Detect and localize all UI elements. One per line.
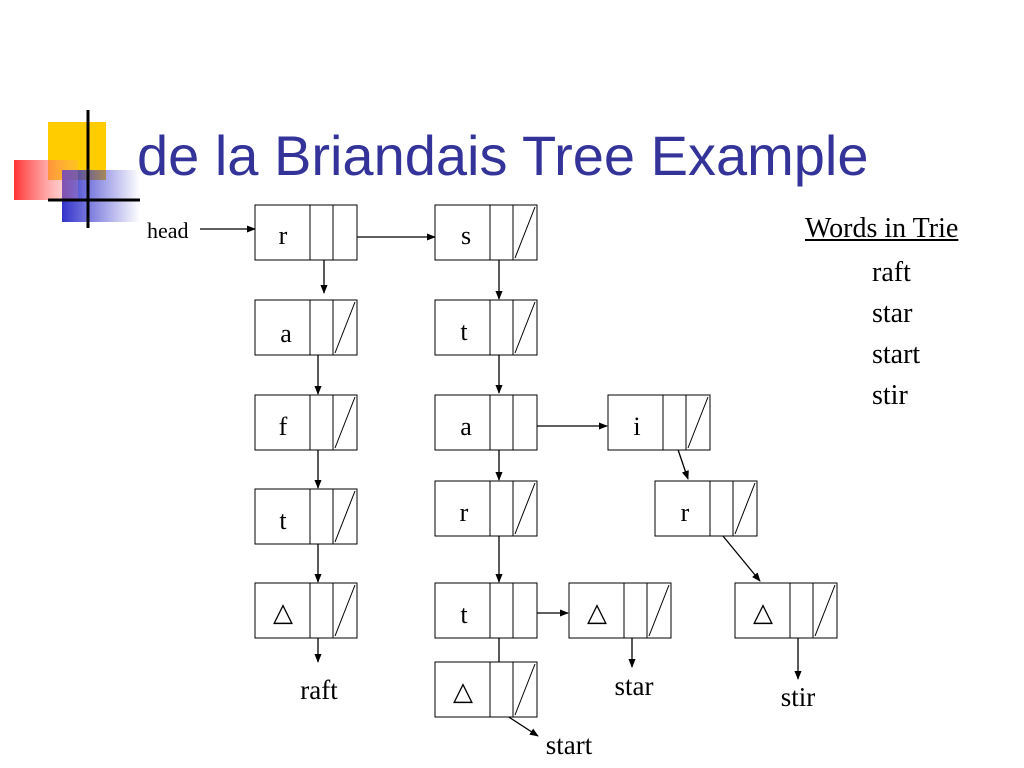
slide-logo-decoration [14, 110, 140, 228]
leaf-label-star: star [615, 671, 654, 701]
head-label: head [147, 218, 189, 243]
trie-node: t [434, 299, 538, 356]
trie-node: t [434, 582, 538, 639]
trie-node: r [434, 480, 538, 537]
words-in-trie-panel: Words in Trie raft star start stir [805, 212, 958, 416]
word-item: start [872, 339, 921, 370]
trie-node: s [434, 204, 538, 261]
node-char: f [279, 412, 288, 441]
node-char: r [681, 498, 690, 527]
node-char: r [279, 221, 288, 250]
trie-node: f [254, 394, 358, 451]
node-char: a [460, 412, 472, 441]
trie-node-end: △ [254, 582, 358, 639]
words-list: raft star start stir [805, 252, 958, 416]
node-char: i [633, 412, 640, 441]
trie-node-end: △ [734, 582, 838, 639]
leaf-label-stir: stir [781, 682, 816, 712]
node-char: s [461, 221, 471, 250]
word-item: raft [872, 257, 911, 288]
trie-node: t [254, 488, 358, 545]
trie-node: r [254, 204, 358, 261]
node-char: r [460, 498, 469, 527]
words-heading: Words in Trie [805, 213, 959, 244]
trie-node: i [607, 394, 711, 451]
end-marker-icon: △ [587, 598, 607, 627]
arrow-r-to-end-stir [717, 529, 761, 582]
slide-title: de la Briandais Tree Example [137, 124, 869, 187]
trie-node: a [254, 299, 358, 356]
end-marker-icon: △ [273, 598, 293, 627]
end-marker-icon: △ [753, 598, 773, 627]
trie-node: r [654, 480, 758, 537]
node-char: t [460, 600, 468, 629]
word-item: star [872, 298, 913, 329]
trie-node: a [434, 394, 538, 451]
word-item: stir [872, 380, 908, 411]
end-marker-icon: △ [453, 677, 473, 706]
trie-node-end: △ [434, 661, 538, 718]
node-char: t [279, 506, 287, 535]
leaf-label-start: start [546, 730, 593, 760]
node-char: a [280, 319, 292, 348]
logo-red-bar [14, 160, 78, 200]
trie-node-end: △ [568, 582, 672, 639]
leaf-label-raft: raft [300, 675, 338, 705]
node-char: t [460, 317, 468, 346]
